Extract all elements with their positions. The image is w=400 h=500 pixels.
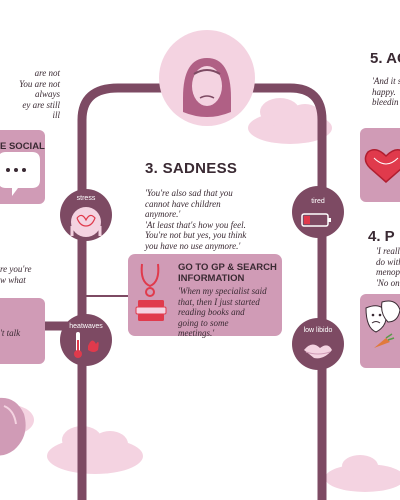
- cloud-decoration-bottom-right: [325, 455, 400, 492]
- quote-line: 'And it s: [372, 76, 400, 86]
- carrot-icon: [374, 333, 395, 348]
- quote-line: 'No on: [376, 277, 400, 288]
- card-talk-text: 't talk: [0, 328, 21, 338]
- hand-icon: [0, 397, 26, 456]
- quote-line: do with: [376, 256, 400, 267]
- tired-node: [292, 186, 344, 238]
- quote-line: w what: [0, 274, 26, 285]
- heart-icon: [364, 149, 400, 183]
- node-label-stress: stress: [76, 195, 96, 202]
- quote-line: ey are still: [22, 99, 60, 110]
- quote-line: anymore.': [145, 209, 181, 219]
- node-label-tired: tired: [311, 198, 325, 205]
- right-top-quote: 'And it s happy. bleedin: [372, 76, 400, 108]
- theatre-masks-icon: [365, 300, 400, 333]
- cloud-decoration-top-right: [248, 98, 332, 144]
- left-mid-quote: re you're w what: [0, 264, 32, 285]
- quote-line: You're not but yes, you think: [145, 230, 247, 240]
- heading-step-4: 4. P: [368, 228, 395, 245]
- quote-line: going to some: [178, 317, 229, 328]
- stress-node: [60, 189, 112, 241]
- quote-line: you have no use anymore.': [145, 240, 241, 251]
- heading-step-5: 5. AC: [370, 50, 400, 67]
- quote-line: reading books and: [178, 307, 245, 317]
- quote-line: 'At least that's how you feel.: [145, 219, 246, 230]
- heatwaves-node: [60, 314, 112, 366]
- quote-line: always: [34, 89, 60, 99]
- sad-face-node: [159, 30, 255, 126]
- node-label-heatwaves: heatwaves: [69, 323, 103, 330]
- quote-line: happy.: [372, 86, 396, 97]
- quote-line: You are not: [19, 78, 60, 89]
- low-libido-node: [292, 318, 344, 370]
- speech-bubble-icon: [0, 152, 40, 196]
- gp-card-quote: 'When my specialist said that, then I ju…: [178, 286, 278, 339]
- quote-line: 'I reall: [376, 246, 400, 256]
- quote-line: ill: [52, 110, 60, 120]
- gp-title-line: GO TO GP & SEARCH: [178, 262, 277, 273]
- quote-line: are not: [34, 68, 60, 78]
- node-label-low-libido: low libido: [303, 327, 333, 334]
- quote-line: bleedin: [372, 97, 399, 107]
- cloud-decoration-bottom: [47, 426, 143, 474]
- sadness-heading: 3. SADNESS: [145, 160, 238, 177]
- card-gp-information: [128, 254, 282, 336]
- stethoscope-books-icon: [135, 263, 167, 321]
- quote-line: menop: [376, 267, 400, 277]
- quote-line: meetings.': [178, 328, 215, 338]
- gp-card-title: GO TO GP & SEARCH INFORMATION: [178, 262, 278, 284]
- sadness-quote: 'You're also sad that you cannot have ch…: [145, 188, 285, 251]
- quote-line: 'When my specialist said: [178, 286, 267, 296]
- quote-line: re you're: [0, 264, 32, 274]
- left-top-quote: are not You are not always ey are still …: [0, 68, 60, 121]
- quote-line: 'You're also sad that you: [145, 188, 233, 198]
- card-talk: [0, 298, 45, 364]
- card-social-title: E SOCIAL: [0, 141, 45, 152]
- right-mid-quote: 'I reall do with menop 'No on: [376, 246, 400, 288]
- quote-line: cannot have children: [145, 198, 221, 209]
- gp-title-line: INFORMATION: [178, 273, 245, 284]
- quote-line: that, then I just started: [178, 296, 260, 307]
